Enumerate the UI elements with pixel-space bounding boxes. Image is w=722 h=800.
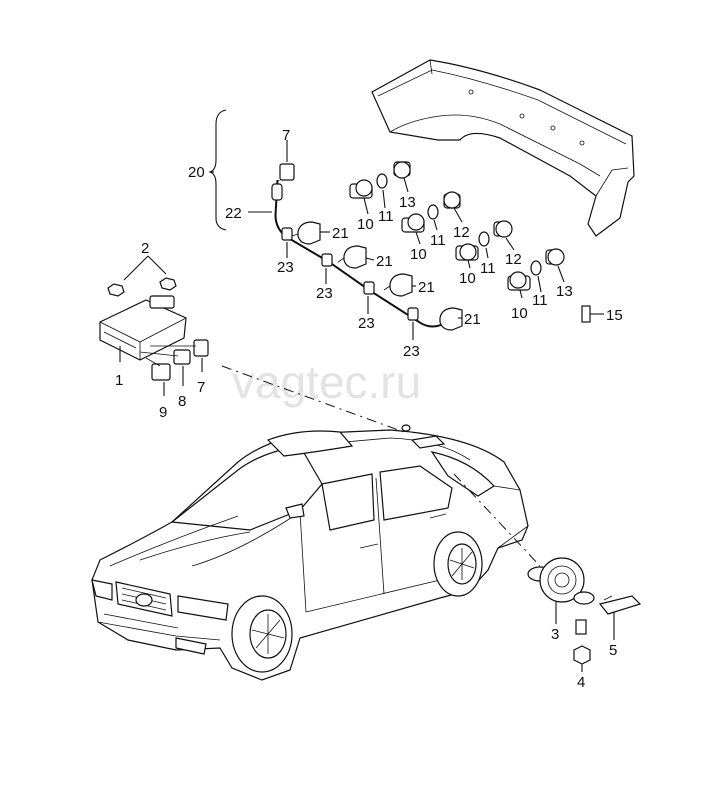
callout-15: 15 bbox=[606, 307, 623, 324]
callout-8: 8 bbox=[178, 393, 186, 410]
rear-bumper-drawing bbox=[371, 59, 635, 237]
callout-13-b: 13 bbox=[556, 283, 573, 300]
callout-10-d: 10 bbox=[511, 305, 528, 322]
callout-4: 4 bbox=[577, 674, 585, 691]
callout-22: 22 bbox=[225, 205, 242, 222]
callout-23-d: 23 bbox=[403, 343, 420, 360]
callout-10-a: 10 bbox=[357, 216, 374, 233]
wiring-harness bbox=[271, 163, 463, 331]
callout-1: 1 bbox=[115, 372, 123, 389]
callout-21-b: 21 bbox=[376, 253, 393, 270]
locator-line-buzzer bbox=[453, 473, 541, 567]
callout-labels: 2 1 9 8 7 7 20 22 21 21 21 21 23 23 23 2… bbox=[115, 127, 623, 691]
callout-23-c: 23 bbox=[358, 315, 375, 332]
callout-23-a: 23 bbox=[277, 259, 294, 276]
watermark-text: vagtec.ru bbox=[232, 356, 421, 408]
callout-7-harness: 7 bbox=[282, 127, 290, 144]
parking-sensors bbox=[349, 161, 591, 323]
callout-11-c: 11 bbox=[480, 260, 496, 277]
bracket-20 bbox=[208, 109, 227, 231]
callout-11-b: 11 bbox=[430, 232, 446, 249]
car-drawing bbox=[91, 424, 529, 681]
callout-21-d: 21 bbox=[464, 311, 481, 328]
callout-11-d: 11 bbox=[532, 292, 548, 309]
callout-10-c: 10 bbox=[459, 270, 476, 287]
callout-21-c: 21 bbox=[418, 279, 435, 296]
callout-10-b: 10 bbox=[410, 246, 427, 263]
locator-line-control-unit bbox=[221, 365, 405, 433]
callout-12-b: 12 bbox=[505, 251, 522, 268]
callout-23-b: 23 bbox=[316, 285, 333, 302]
leader-lines bbox=[119, 140, 615, 672]
control-unit bbox=[99, 277, 209, 381]
callout-12-a: 12 bbox=[453, 224, 470, 241]
callout-20: 20 bbox=[188, 164, 205, 181]
callout-3: 3 bbox=[551, 626, 559, 643]
callout-11-a: 11 bbox=[378, 208, 394, 225]
callout-5: 5 bbox=[609, 642, 617, 659]
callout-9: 9 bbox=[159, 404, 167, 421]
callout-7-control: 7 bbox=[197, 379, 205, 396]
callout-2: 2 bbox=[141, 240, 149, 257]
warning-buzzer bbox=[527, 557, 642, 665]
callout-13-a: 13 bbox=[399, 194, 416, 211]
callout-21-a: 21 bbox=[332, 225, 349, 242]
